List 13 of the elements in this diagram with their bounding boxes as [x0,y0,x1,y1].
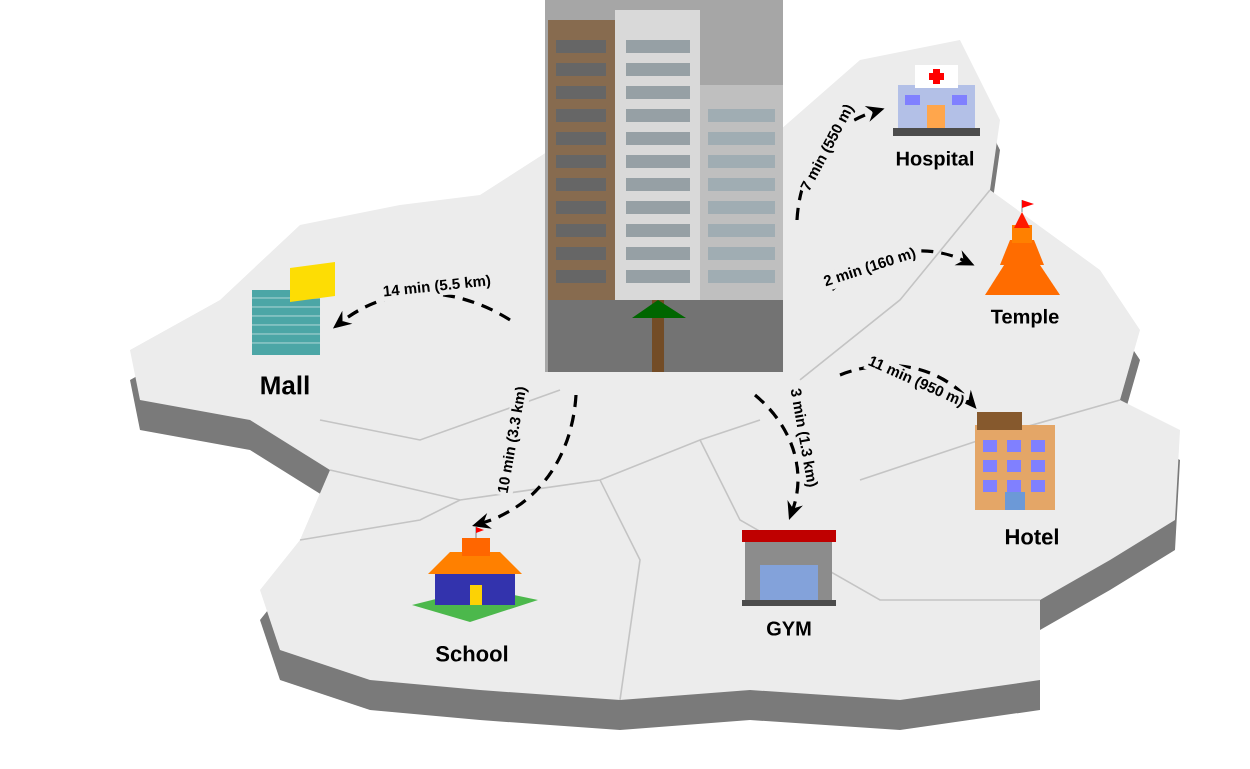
place-label: Hotel [1006,528,1058,545]
place-label: Temple [990,308,1059,328]
place-label: School [435,645,508,662]
edge-label: 3 min (1.3 km) [785,385,821,491]
edge-label: 7 min (550 m) [796,99,860,197]
edge-label: 14 min (5.5 km) [380,272,494,302]
place-label: Hospital [896,150,974,170]
edge-label: 2 min (160 m) [819,244,921,292]
place-label: Mall [261,375,309,395]
place-label: GYM [767,621,811,636]
edge-label: 10 min (3.3 km) [494,383,532,497]
building-drawing [545,0,783,372]
edge-label: 11 min (950 m) [863,351,969,413]
